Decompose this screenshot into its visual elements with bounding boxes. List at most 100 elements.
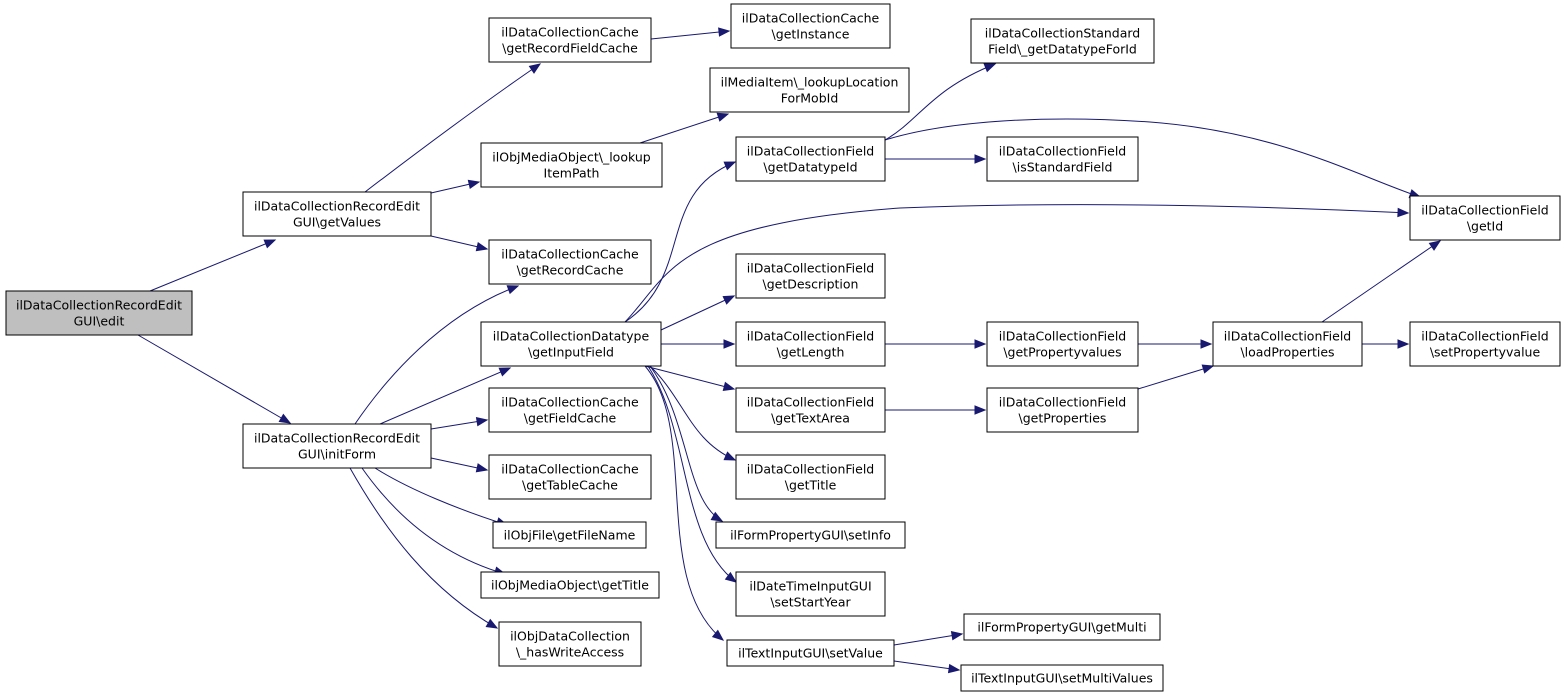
edge-setValue-to-getMulti — [893, 630, 964, 646]
node-get-multi[interactable]: ilFormPropertyGUI\getMulti — [963, 613, 1161, 641]
edge-initForm-to-getRecordCache — [354, 285, 520, 425]
edge-line — [149, 239, 276, 292]
node-get-datatype-for-id[interactable]: ilDataCollectionStandardField\_getDataty… — [970, 18, 1155, 64]
node-load-properties[interactable]: ilDataCollectionField\loadProperties — [1212, 321, 1363, 367]
node-get-properties[interactable]: ilDataCollectionField\getProperties — [986, 387, 1139, 433]
node-set-multi-values[interactable]: ilTextInputGUI\setMultiValues — [960, 664, 1164, 692]
edge-setValue-to-setMultiValues — [893, 660, 961, 674]
edge-loadProperties-to-setPropertyvalue — [1362, 339, 1410, 349]
edge-initForm-to-hasWriteAccess — [349, 467, 499, 629]
node-media-get-title[interactable]: ilObjMediaObject\getTitle — [480, 571, 660, 599]
arrowhead — [722, 381, 736, 391]
node-label-line: ilDataCollectionField — [1421, 203, 1548, 218]
node-label-line: ilDataCollectionDatatype — [493, 329, 650, 344]
node-get-field-cache[interactable]: ilDataCollectionCache\getFieldCache — [488, 387, 652, 433]
node-label-line: ilMediaItem\_lookupLocation — [721, 75, 899, 90]
node-label-line: \getRecordCache — [517, 263, 624, 278]
arrowhead — [467, 179, 481, 189]
edges-layer — [137, 27, 1442, 674]
node-get-input-field[interactable]: ilDataCollectionDatatype\getInputField — [480, 321, 662, 367]
edge-line — [624, 204, 1409, 323]
node-box — [735, 136, 886, 182]
node-label-line: GUI\getValues — [293, 215, 381, 230]
edge-getPropertyvalues-to-loadProperties — [1138, 339, 1213, 349]
node-label-line: ilDataCollectionField — [1224, 329, 1351, 344]
node-get-datatype-id[interactable]: ilDataCollectionField\getDatatypeId — [735, 136, 886, 182]
arrowhead — [974, 339, 987, 349]
edge-line — [137, 334, 291, 424]
node-get-id[interactable]: ilDataCollectionField\getId — [1409, 195, 1561, 241]
node-has-write-access[interactable]: ilObjDataCollection\_hasWriteAccess — [498, 621, 642, 667]
node-get-length[interactable]: ilDataCollectionField\getLength — [735, 321, 886, 367]
node-get-text-area[interactable]: ilDataCollectionField\getTextArea — [735, 387, 886, 433]
node-label-line: \_hasWriteAccess — [516, 645, 624, 660]
node-get-record-cache[interactable]: ilDataCollectionCache\getRecordCache — [488, 239, 652, 285]
node-label-line: \setStartYear — [770, 595, 851, 610]
node-get-instance[interactable]: ilDataCollectionCache\getInstance — [730, 3, 891, 49]
node-set-propertyvalue[interactable]: ilDataCollectionField\setPropertyvalue — [1409, 321, 1561, 367]
edge-line — [649, 365, 723, 522]
edge-getInputField-to-setStartYear — [647, 365, 738, 583]
edge-line — [379, 367, 511, 425]
arrowhead — [475, 416, 489, 427]
edge-getLength-to-getPropertyvalues — [885, 339, 987, 349]
node-set-value[interactable]: ilTextInputGUI\setValue — [726, 639, 895, 667]
node-box — [735, 253, 886, 299]
node-box — [715, 521, 906, 549]
node-label-line: \getLength — [777, 345, 845, 360]
node-label-line: \getPropertyvalues — [1003, 345, 1121, 360]
node-label-line: ItemPath — [544, 166, 600, 181]
node-label-line: ilDataCollectionField — [747, 261, 874, 276]
node-get-propertyvalues[interactable]: ilDataCollectionField\getPropertyvalues — [986, 321, 1139, 367]
node-get-file-name[interactable]: ilObjFile\getFileName — [492, 521, 647, 549]
edge-line — [893, 660, 960, 671]
edge-getInputField-to-getDescription — [660, 295, 736, 331]
node-get-description[interactable]: ilDataCollectionField\getDescription — [735, 253, 886, 299]
edge-edit-to-initForm — [137, 334, 292, 424]
node-box — [488, 17, 652, 63]
arrowhead — [724, 571, 738, 583]
arrowhead — [947, 663, 961, 674]
arrowhead — [723, 161, 737, 171]
node-is-standard-field[interactable]: ilDataCollectionField\isStandardField — [986, 136, 1139, 182]
node-label-line: ilDataCollectionCache — [742, 11, 880, 26]
node-label-line: ilDataCollectionField — [747, 395, 874, 410]
node-box — [1409, 321, 1561, 367]
edge-line — [374, 467, 508, 526]
node-box — [735, 571, 886, 617]
arrowhead — [716, 112, 730, 122]
edge-lookupItemPath-to-lookupLocation — [639, 112, 730, 144]
node-set-start-year[interactable]: ilDateTimeInputGUI\setStartYear — [735, 571, 886, 617]
edge-getDatatypeId-to-getDatatypeForId — [884, 63, 997, 141]
node-label-line: ilFormPropertyGUI\setInfo — [730, 528, 891, 543]
arrowhead — [475, 463, 489, 473]
arrowhead — [475, 242, 489, 252]
node-label-line: ilDataCollectionField — [999, 395, 1126, 410]
arrowhead — [723, 339, 736, 349]
node-get-table-cache[interactable]: ilDataCollectionCache\getTableCache — [488, 454, 652, 500]
arrowhead — [1201, 364, 1215, 374]
edge-getInputField-to-getDatatypeId — [624, 161, 737, 323]
edge-line — [650, 30, 730, 40]
edge-line — [649, 365, 736, 461]
node-label-line: \getTitle — [785, 478, 837, 493]
edge-initForm-to-getFileName — [374, 467, 509, 527]
node-label-line: \getId — [1467, 219, 1503, 234]
node-label-line: \isStandardField — [1013, 160, 1113, 175]
node-label-line: \loadProperties — [1240, 345, 1334, 360]
node-set-info[interactable]: ilFormPropertyGUI\setInfo — [715, 521, 906, 549]
node-label-line: ilObjDataCollection — [510, 629, 630, 644]
arrowhead — [1397, 207, 1410, 218]
node-field-get-title[interactable]: ilDataCollectionField\getTitle — [735, 454, 886, 500]
node-box — [480, 321, 662, 367]
node-label-line: ilObjFile\getFileName — [504, 528, 636, 543]
node-get-record-field-cache[interactable]: ilDataCollectionCache\getRecordFieldCach… — [488, 17, 652, 63]
node-box — [986, 387, 1139, 433]
arrowhead — [710, 511, 724, 522]
